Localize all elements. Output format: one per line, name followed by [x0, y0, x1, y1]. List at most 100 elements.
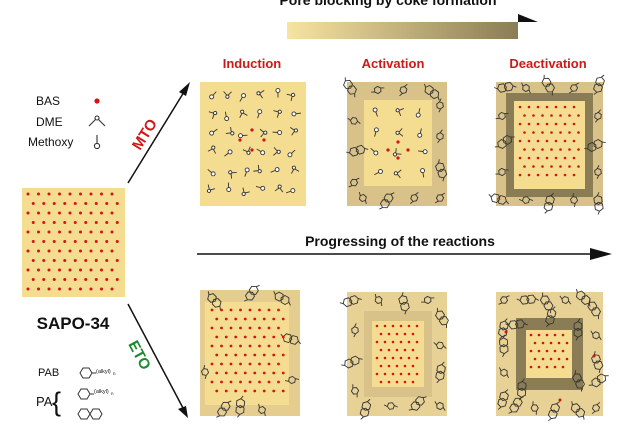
aromatic-molecule	[200, 364, 210, 380]
aromatic-molecule	[498, 318, 509, 340]
acid-site	[229, 362, 233, 366]
acid-site	[258, 362, 261, 366]
methoxy-molecule	[226, 182, 232, 192]
acid-site	[220, 362, 223, 366]
acid-site	[79, 249, 82, 253]
aromatic-molecule	[343, 77, 357, 98]
acid-site	[73, 259, 77, 262]
acid-site	[52, 221, 56, 224]
aromatic-molecule	[499, 367, 509, 379]
acid-site	[115, 240, 119, 243]
methoxy-molecule	[257, 109, 263, 119]
acid-site	[262, 335, 266, 339]
acid-site	[561, 365, 565, 369]
acid-site	[518, 122, 522, 126]
acid-site	[84, 202, 88, 205]
acid-site	[253, 335, 257, 339]
acid-site	[281, 371, 285, 375]
acid-site	[215, 317, 219, 321]
acid-site	[277, 308, 280, 312]
dme-molecule	[290, 126, 298, 136]
acid-site	[379, 348, 383, 352]
mto-activation-box	[343, 77, 448, 210]
acid-site	[42, 259, 46, 262]
acid-site	[541, 148, 544, 151]
acid-site	[407, 372, 411, 376]
acid-site	[100, 287, 103, 291]
mto-label: MTO	[129, 116, 161, 153]
acid-site	[267, 308, 271, 312]
dme-molecule	[273, 109, 282, 118]
acid-site	[37, 287, 40, 291]
acid-site	[234, 353, 238, 357]
acid-site	[47, 211, 51, 215]
acid-site	[557, 357, 561, 361]
acid-site	[58, 268, 61, 272]
acid-site	[26, 230, 30, 234]
acid-site	[105, 259, 109, 262]
dme-molecule	[223, 91, 232, 99]
acid-site	[58, 192, 61, 196]
acid-site	[47, 287, 51, 291]
acid-site	[253, 317, 257, 321]
acid-site	[73, 221, 77, 224]
aromatic-molecule	[494, 134, 515, 149]
acid-site	[210, 308, 214, 312]
aromatic-molecule	[570, 401, 586, 420]
eto-deactivation-box	[496, 288, 609, 422]
acid-site	[527, 156, 531, 160]
legend-pa-label: PA	[36, 394, 53, 409]
acid-site	[277, 380, 280, 384]
acid-site	[68, 230, 72, 234]
aromatic-molecule	[435, 361, 446, 384]
acid-site	[391, 372, 395, 376]
acid-site	[396, 156, 400, 160]
acid-site	[63, 202, 67, 205]
acid-site	[239, 326, 242, 330]
stage-title-induction: Induction	[223, 56, 282, 71]
acid-site	[577, 148, 580, 151]
acid-site	[550, 114, 553, 117]
acid-site	[523, 114, 526, 117]
acid-site	[272, 335, 276, 339]
acid-site	[532, 114, 535, 117]
acid-site	[267, 344, 271, 348]
dme-molecule	[395, 108, 404, 117]
methoxy-molecule	[370, 147, 379, 156]
dme-molecule	[392, 148, 402, 157]
aromatic-molecule	[436, 129, 444, 144]
acid-site	[272, 371, 276, 375]
acid-site	[403, 348, 407, 352]
acid-site	[215, 389, 219, 393]
aromatic-molecule	[434, 401, 446, 411]
aromatic-molecule	[434, 192, 446, 204]
acid-site	[110, 211, 114, 215]
aromatic-molecule	[594, 109, 602, 123]
aromatic-molecule	[569, 193, 579, 207]
acid-site	[277, 344, 280, 348]
acid-site	[572, 156, 576, 160]
acid-site	[37, 249, 40, 253]
methoxy-molecule	[209, 128, 218, 136]
acid-site	[224, 317, 228, 321]
acid-site	[100, 249, 103, 253]
dme-molecule	[273, 147, 281, 156]
aromatic-molecule	[383, 402, 398, 410]
acid-site	[559, 165, 562, 168]
acid-site	[383, 372, 387, 376]
legend-pab-alkyl-n: n	[113, 371, 116, 376]
aromatic-molecule	[374, 293, 383, 307]
acid-site	[387, 364, 391, 368]
dme-molecule	[206, 184, 216, 193]
acid-site	[415, 340, 419, 344]
acid-site	[533, 341, 537, 345]
methoxy-molecule	[417, 128, 423, 138]
methoxy-molecule	[238, 133, 248, 139]
acid-site	[391, 340, 395, 344]
aromatic-molecule	[433, 341, 447, 350]
acid-site	[31, 278, 35, 281]
aromatic-molecule	[435, 159, 448, 182]
acid-site	[553, 333, 557, 337]
acid-site	[415, 356, 419, 360]
acid-site	[550, 131, 553, 134]
